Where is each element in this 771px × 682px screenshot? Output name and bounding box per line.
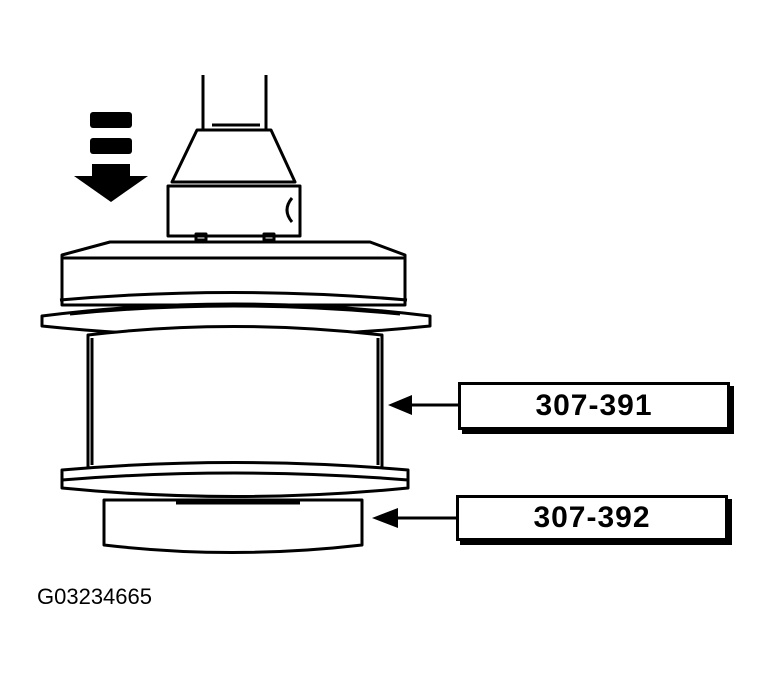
leader-arrow-307-392 — [372, 508, 456, 528]
tool-307-391-body — [86, 325, 384, 470]
upper-flange — [40, 302, 432, 338]
leader-arrow-307-391 — [388, 395, 458, 415]
callout-307-392: 307-392 — [456, 495, 728, 541]
push-down-arrow-icon — [74, 112, 148, 202]
press-shaft — [201, 75, 268, 130]
installer-top-cup — [59, 240, 408, 307]
callout-307-391: 307-391 — [458, 382, 730, 430]
lower-flange — [60, 461, 410, 498]
callout-label: 307-392 — [533, 501, 651, 534]
tool-307-392-sleeve — [102, 498, 364, 554]
callout-label: 307-391 — [535, 389, 653, 422]
figure-id: G03234665 — [37, 584, 152, 609]
press-adapter — [166, 123, 302, 242]
